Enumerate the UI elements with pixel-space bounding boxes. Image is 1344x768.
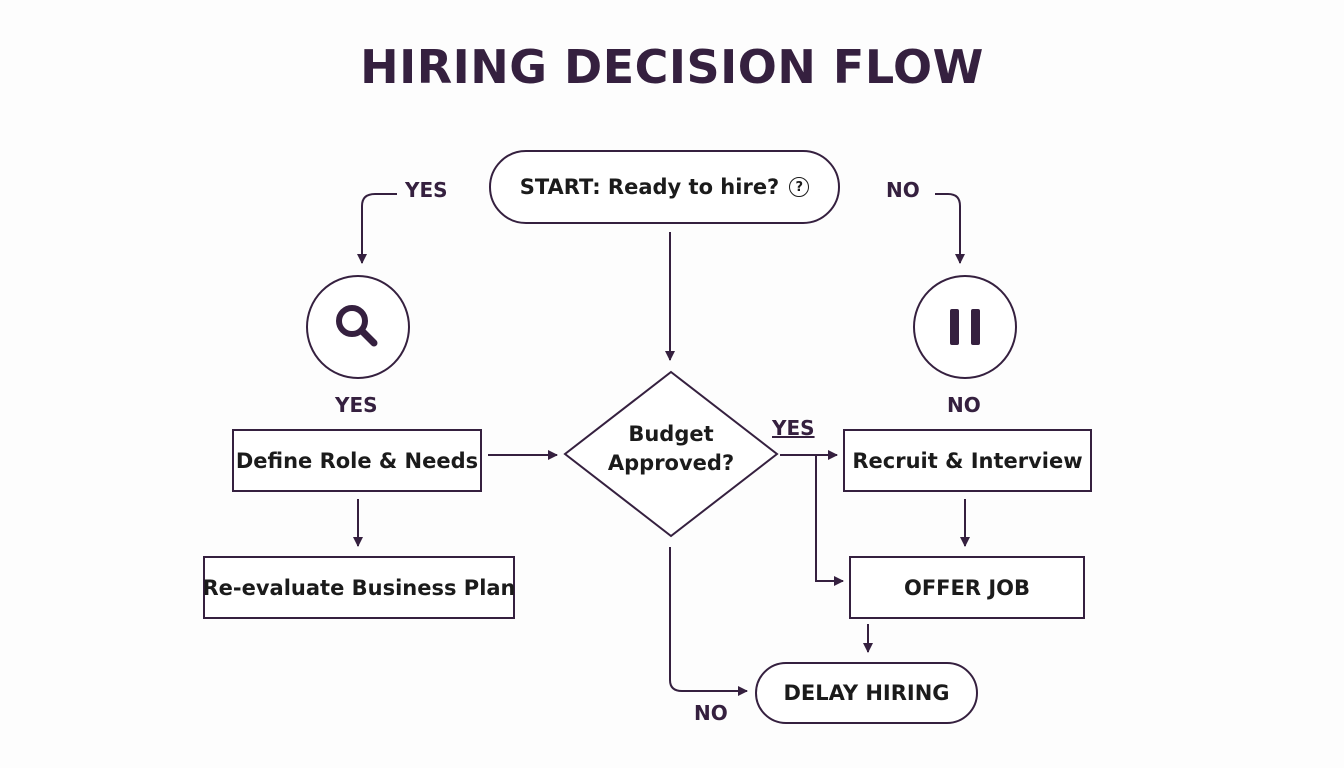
label-no-bottom: NO (694, 701, 728, 725)
reevaluate-node: Re-evaluate Business Plan (202, 556, 516, 619)
delay-hiring-label: DELAY HIRING (783, 681, 950, 705)
define-role-node: Define Role & Needs (232, 429, 482, 492)
start-node: START: Ready to hire? ? (489, 150, 840, 224)
offer-job-node: OFFER JOB (849, 556, 1085, 619)
start-label: START: Ready to hire? (519, 175, 780, 199)
label-yes-top: YES (405, 178, 448, 202)
connector-budget-to-delay (669, 547, 748, 696)
pause-icon (950, 309, 980, 345)
magnifying-glass-icon (336, 305, 378, 347)
label-yes-budget: YES (772, 416, 815, 440)
decision-diamond-budget (563, 370, 779, 538)
search-circle (306, 275, 410, 379)
offer-job-label: OFFER JOB (903, 575, 1031, 600)
connector-yes-to-search (357, 193, 397, 264)
define-role-label: Define Role & Needs (235, 448, 479, 473)
pause-circle (913, 275, 1017, 379)
label-no-right: NO (947, 393, 981, 417)
budget-label-line1: Budget (628, 422, 714, 446)
recruit-node: Recruit & Interview (843, 429, 1092, 492)
help-circle-icon: ? (789, 177, 810, 197)
recruit-label: Recruit & Interview (852, 448, 1083, 473)
budget-label-line2: Approved? (607, 451, 735, 475)
page-title: HIRING DECISION FLOW (360, 40, 984, 94)
reevaluate-label: Re-evaluate Business Plan (202, 575, 516, 600)
label-yes-left: YES (335, 393, 378, 417)
budget-decision-text: Budget Approved? (566, 420, 776, 478)
connector-budget-to-offer (815, 455, 844, 586)
label-no-top: NO (886, 178, 920, 202)
connector-no-to-pause (935, 193, 965, 264)
delay-hiring-node: DELAY HIRING (755, 662, 978, 724)
